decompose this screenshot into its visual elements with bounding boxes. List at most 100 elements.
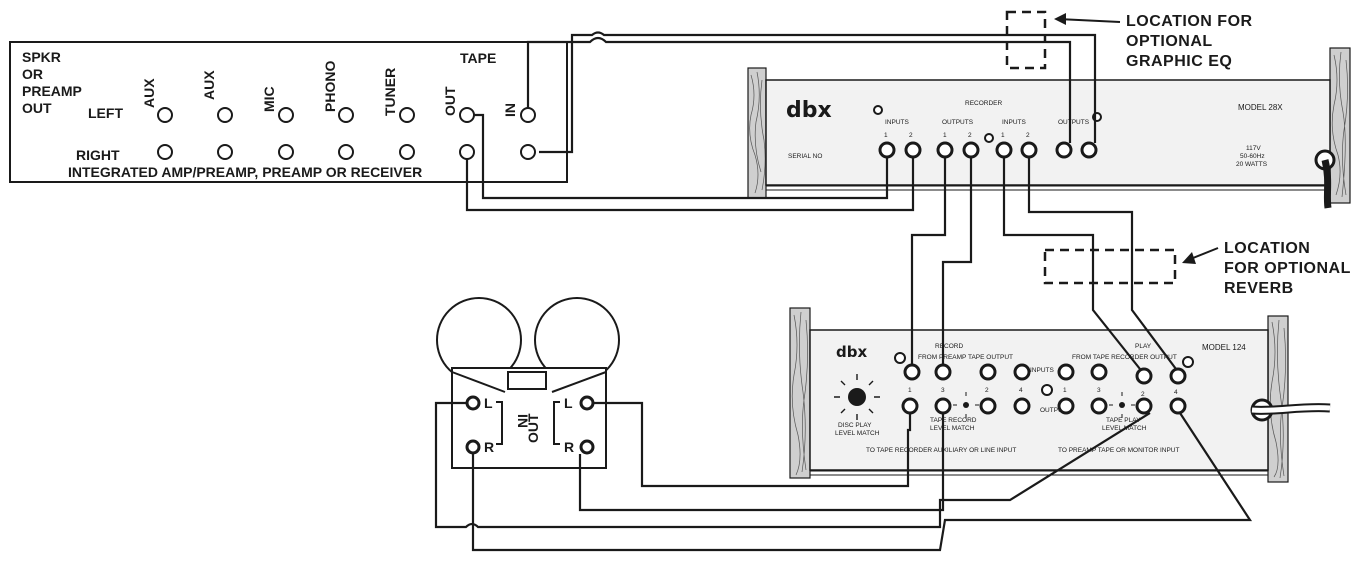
dbx124-from-preamp: FROM PREAMP TAPE OUTPUT — [918, 354, 1013, 361]
dbx124-unit: dbx MODEL 124 RECORD PLAY FROM PREAMP TA… — [789, 307, 1331, 483]
dbx124-rec-lamp-rays — [953, 392, 979, 418]
dbx28-power-cord — [1321, 159, 1332, 209]
dbx124-ch-3a: 3 — [941, 387, 945, 394]
dbx124-jack-t2 — [934, 363, 952, 381]
dbx124-jack-t7 — [1135, 367, 1153, 385]
optional-graphic-eq-box — [1005, 10, 1047, 70]
cable-28out1-124 — [910, 157, 947, 365]
dbx28-serial-label: SERIAL NO — [788, 153, 822, 160]
receiver-outline — [9, 41, 568, 183]
jack-tapein-left — [520, 107, 536, 123]
graphic-eq-note-2: OPTIONAL — [1126, 33, 1213, 50]
reverb-note-1: LOCATION — [1224, 240, 1310, 257]
dbx28-faceplate — [765, 79, 1331, 186]
source-label-2: OR — [22, 66, 43, 82]
dbx124-ch-4a: 4 — [1019, 387, 1023, 394]
dbx124-tape-record-2: LEVEL MATCH — [930, 425, 975, 432]
graphic-eq-arrow-head — [1054, 13, 1066, 25]
jack-tuner-right — [399, 144, 415, 160]
tape-in-r-label: R — [484, 439, 494, 455]
dbx28-ch1-c: 1 — [1001, 132, 1005, 139]
dbx28-jack-in4 — [1020, 141, 1038, 159]
dbx124-jack-b7 — [1135, 397, 1153, 415]
dbx28-ch1-a: 1 — [884, 132, 888, 139]
receiver-panel: SPKR OR PREAMP OUT LEFT RIGHT TAPE INTEG… — [9, 41, 568, 183]
dbx124-ch-4b: 4 — [1174, 389, 1178, 396]
dbx124-jack-b3 — [979, 397, 997, 415]
dbx124-jack-t6 — [1090, 363, 1108, 381]
graphic-eq-note-3: GRAPHIC EQ — [1126, 53, 1232, 70]
source-label-3: PREAMP — [22, 83, 82, 99]
dbx28-indicator-led — [873, 105, 883, 115]
dbx124-model: MODEL 124 — [1202, 343, 1246, 352]
dbx124-indicator-left — [894, 352, 906, 364]
dbx124-to-tape: TO TAPE RECORDER AUXILIARY OR LINE INPUT — [866, 447, 1016, 454]
dbx124-outputs-label: OUTPUTS — [1040, 407, 1072, 414]
dbx124-play-lamp-rays — [1109, 392, 1135, 418]
dbx28-ch1-b: 1 — [943, 132, 947, 139]
cable-28out2-124 — [941, 157, 973, 365]
dbx28-ch2-c: 2 — [1026, 132, 1030, 139]
tape-deck: L R L R IN OUT — [436, 297, 620, 469]
tape-label: TAPE — [460, 50, 496, 66]
dbx124-jack-b6 — [1090, 397, 1108, 415]
dbx28-jack-in3 — [995, 141, 1013, 159]
dbx124-ch-3b: 3 — [1097, 387, 1101, 394]
dbx124-indicator-right — [1182, 356, 1194, 368]
input-label-mic: MIC — [261, 86, 277, 112]
tape-out-label: OUT — [525, 413, 541, 443]
jack-phono-left — [338, 107, 354, 123]
cable-28in1-124 — [1002, 157, 1141, 370]
dbx28-jack-out3 — [1055, 141, 1073, 159]
dbx124-jack-b8 — [1169, 397, 1187, 415]
dbx124-jack-b4 — [1013, 397, 1031, 415]
dbx124-power-cord-fill — [1251, 405, 1331, 413]
input-label-aux-2: AUX — [201, 70, 217, 100]
dbx28-inputs-label: INPUTS — [885, 119, 910, 126]
dbx28-jack-out4 — [1080, 141, 1098, 159]
jack-aux2-right — [217, 144, 233, 160]
input-label-aux-1: AUX — [141, 78, 157, 108]
dbx28-ch2-a: 2 — [909, 132, 913, 139]
cable-tapeout-right — [465, 157, 915, 212]
dbx124-from-tape: FROM TAPE RECORDER OUTPUT — [1072, 354, 1177, 361]
dbx124-play-label: PLAY — [1135, 343, 1152, 350]
jack-aux2-left — [217, 107, 233, 123]
dbx124-rec-lamp — [963, 402, 969, 408]
right-label: RIGHT — [76, 147, 120, 163]
dbx124-play-lamp — [1119, 402, 1125, 408]
jack-aux1-right — [157, 144, 173, 160]
tape-in-bracket — [496, 401, 503, 445]
dbx124-ch-1a: 1 — [908, 387, 912, 394]
dbx124-ch-2b: 2 — [1141, 391, 1145, 398]
cable-tapein-r — [471, 412, 1253, 552]
dbx28-left-grain — [749, 71, 766, 194]
cable-tapein-left — [526, 36, 1072, 143]
dbx28-indicator-led-2 — [984, 133, 994, 143]
tape-in-label: IN — [515, 414, 531, 428]
graphic-eq-note-1: LOCATION FOR — [1126, 13, 1253, 30]
dbx124-jack-b5 — [1057, 397, 1075, 415]
dbx28-recorder-label: RECORDER — [965, 100, 1003, 107]
input-label-tuner: TUNER — [382, 68, 398, 116]
dbx28-power-3: 20 WATTS — [1236, 161, 1268, 168]
reverb-arrow-head — [1182, 252, 1196, 264]
tape-in-l-jack — [465, 395, 481, 411]
dbx124-jack-b2 — [934, 397, 952, 415]
dbx124-to-preamp: TO PREAMP TAPE OR MONITOR INPUT — [1058, 447, 1180, 454]
dbx124-logo: dbx — [836, 343, 867, 361]
dbx124-jack-t3 — [979, 363, 997, 381]
dbx28-jack-in2 — [904, 141, 922, 159]
jack-tapeout-right — [459, 144, 475, 160]
source-label-4: OUT — [22, 100, 52, 116]
cable-tapeout-left — [474, 113, 889, 200]
dbx124-jack-t8 — [1169, 367, 1187, 385]
tape-head — [507, 371, 547, 390]
cable-tapein-right — [539, 31, 1097, 154]
tape-path — [451, 371, 607, 393]
dbx124-jack-t5 — [1057, 363, 1075, 381]
cables — [434, 31, 1253, 552]
cable-124-tapeout-l — [594, 401, 912, 488]
dbx28-left-endcap — [747, 67, 767, 199]
graphic-eq-arrow-line — [1057, 18, 1121, 23]
